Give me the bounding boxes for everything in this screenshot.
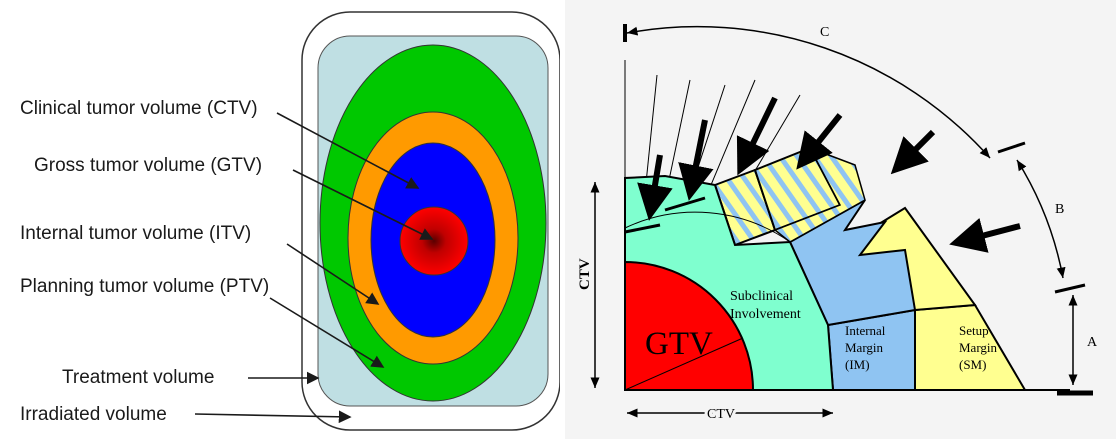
treatment-volume-label: Treatment volume xyxy=(62,367,215,388)
subclinical-text-1: Subclinical xyxy=(730,289,793,304)
ctv-horizontal-text: CTV xyxy=(707,407,735,422)
setup-margin-text-2: Margin xyxy=(959,340,998,355)
setup-margin-text-3: (SM) xyxy=(959,357,986,372)
irradiated-volume-label: Irradiated volume xyxy=(20,404,167,425)
a-text: A xyxy=(1087,335,1098,350)
ptv-label: Planning tumor volume (PTV) xyxy=(20,276,270,297)
ptv-pointer xyxy=(269,297,385,368)
gtv-region xyxy=(624,260,755,391)
gtv-pointer xyxy=(292,169,434,240)
margins-figure: GTV Subclinical Involvement Internal Mar… xyxy=(565,0,1116,439)
c-text: C xyxy=(820,25,829,40)
internal-margin-text-1: Internal xyxy=(845,323,886,338)
b-text: B xyxy=(1055,202,1064,217)
beam-arrow-6 xyxy=(949,217,1021,253)
b-arc xyxy=(1016,159,1066,279)
subclinical-text-2: Involvement xyxy=(730,307,801,322)
itv-label: Internal tumor volume (ITV) xyxy=(20,223,252,244)
internal-margin-upper xyxy=(788,199,917,327)
itv-pointer xyxy=(286,243,380,305)
setup-margin-text-1: Setup xyxy=(959,323,989,338)
irradiated-pointer xyxy=(194,410,352,424)
nested-volumes-figure xyxy=(194,11,560,431)
internal-margin-text-2: Margin xyxy=(845,340,884,355)
margins-diagram: GTV Subclinical Involvement Internal Mar… xyxy=(565,0,1116,439)
ctv-label: Clinical tumor volume (CTV) xyxy=(20,98,258,119)
ctv-pointer xyxy=(276,112,420,189)
beam-arrow-1 xyxy=(637,154,673,221)
c-arc xyxy=(626,25,991,159)
target-volumes-diagram: Clinical tumor volume (CTV) Gross tumor … xyxy=(20,11,560,431)
gtv-label: Gross tumor volume (GTV) xyxy=(34,155,263,176)
gtv-text: GTV xyxy=(645,326,713,362)
ctv-vertical-text: CTV xyxy=(577,258,593,290)
gtv-circle xyxy=(399,206,469,276)
internal-margin-text-3: (IM) xyxy=(845,357,870,372)
